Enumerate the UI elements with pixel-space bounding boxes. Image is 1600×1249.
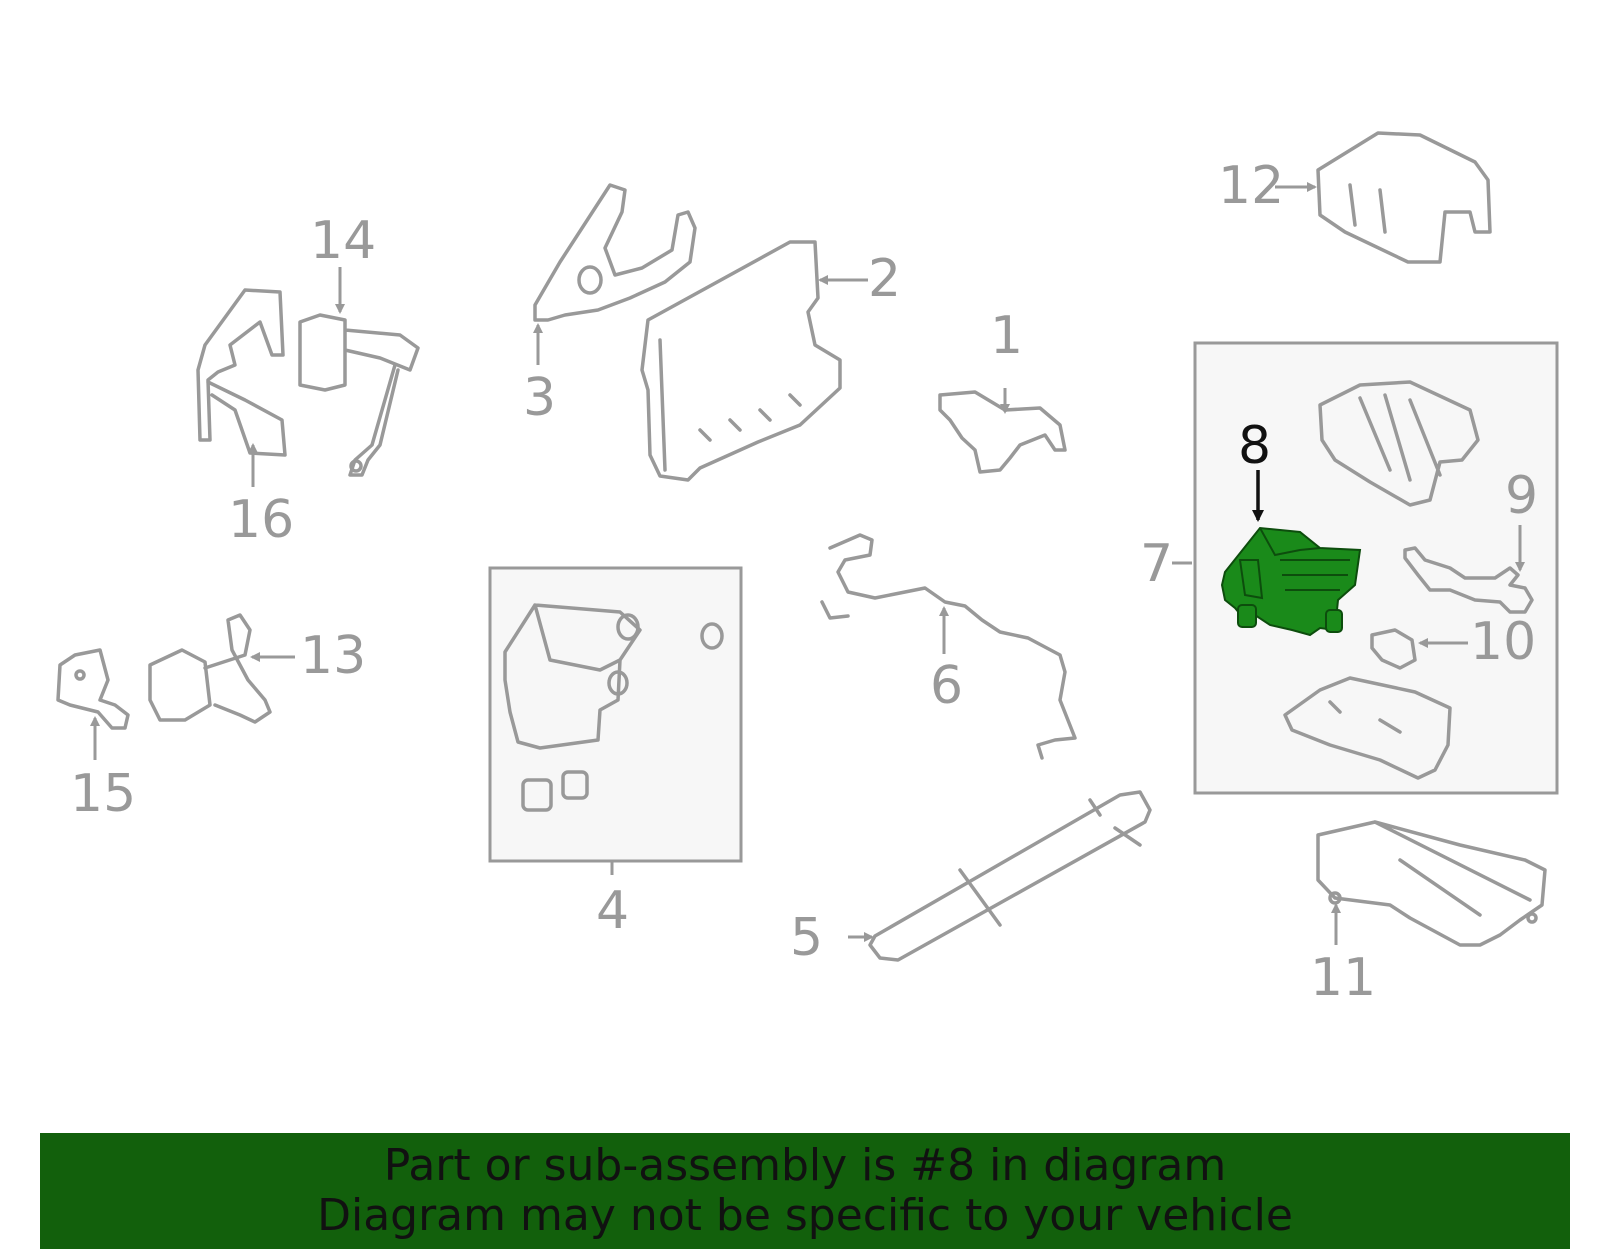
callout-13: 13 <box>300 626 367 686</box>
part-2-module <box>640 240 842 482</box>
callout-8: 8 <box>1238 416 1272 476</box>
callout-12: 12 <box>1218 156 1285 216</box>
part-14-sensor <box>298 313 420 477</box>
part-3-bracket <box>533 183 697 322</box>
part-4-valve-block <box>503 603 642 750</box>
callout-11: 11 <box>1310 948 1377 1008</box>
assembly-4-box <box>488 566 743 863</box>
part-11-frame <box>1316 820 1547 947</box>
callout-15: 15 <box>70 764 137 824</box>
callout-9: 9 <box>1505 466 1539 526</box>
banner-line-2: Diagram may not be specific to your vehi… <box>317 1190 1293 1241</box>
part-5-cylinder <box>868 790 1152 962</box>
part-7-cover <box>1318 380 1480 507</box>
part-1-bracket <box>938 390 1067 474</box>
part-7-bracket <box>1283 676 1452 780</box>
part-12-cover <box>1316 131 1492 264</box>
part-10-sensor <box>1370 628 1417 670</box>
callout-7: 7 <box>1140 534 1174 594</box>
callout-10: 10 <box>1470 612 1537 672</box>
part-9-harness <box>1403 546 1534 614</box>
part-8-compressor <box>1220 526 1362 637</box>
callout-5: 5 <box>790 908 824 968</box>
callout-1: 1 <box>990 306 1024 366</box>
info-banner: Part or sub-assembly is #8 in diagram Di… <box>40 1133 1570 1249</box>
callout-6: 6 <box>930 656 964 716</box>
part-13-sensor <box>148 613 272 724</box>
part-15-bracket <box>56 648 130 730</box>
callout-4: 4 <box>596 881 630 941</box>
callout-16: 16 <box>228 490 295 550</box>
banner-line-1: Part or sub-assembly is #8 in diagram <box>383 1140 1227 1191</box>
callout-14: 14 <box>310 211 377 271</box>
part-16-bracket <box>196 288 287 457</box>
callout-2: 2 <box>868 249 902 309</box>
callout-3: 3 <box>523 368 557 428</box>
part-6-tube <box>820 533 1077 760</box>
